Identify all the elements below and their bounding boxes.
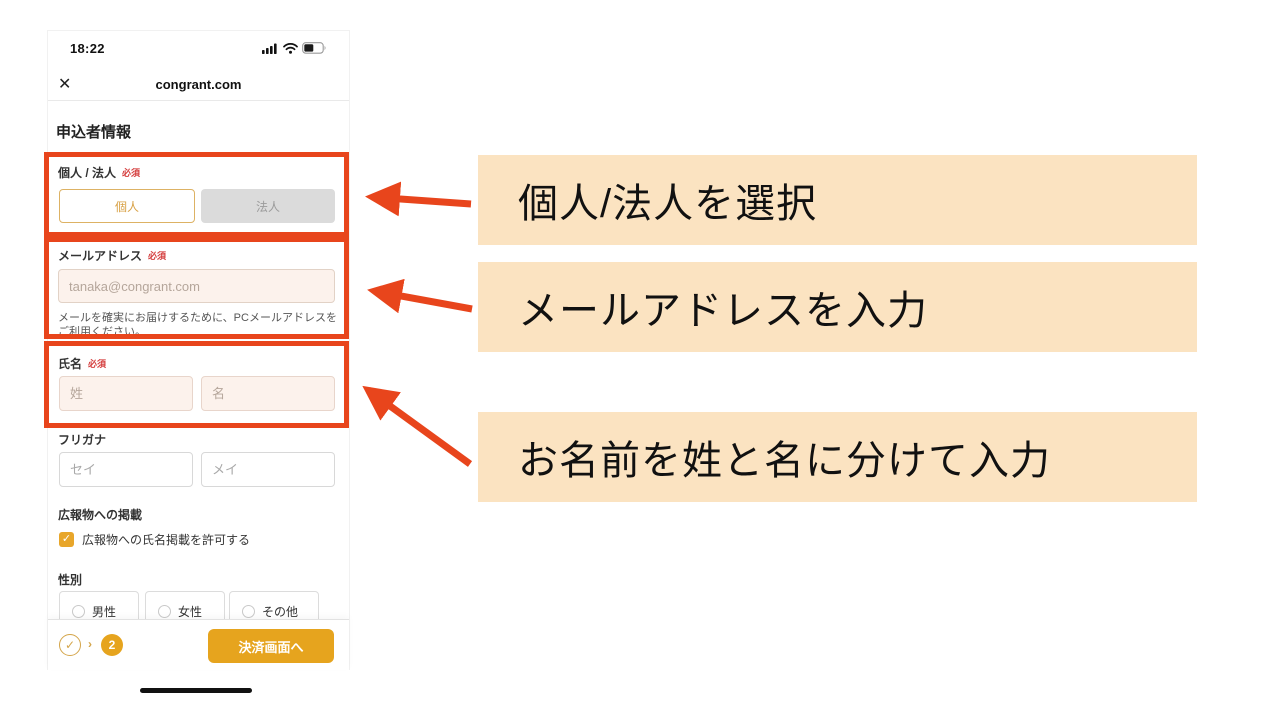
corporate-button[interactable]: 法人 xyxy=(201,189,335,223)
publicity-checkbox-label: 広報物への氏名掲載を許可する xyxy=(82,533,251,547)
cellular-signal-icon xyxy=(262,43,277,54)
kana-last-input[interactable] xyxy=(59,452,193,487)
name-field-label: 氏名 xyxy=(58,357,83,371)
gender-option-label: その他 xyxy=(262,604,299,619)
gender-option-label: 男性 xyxy=(92,604,117,619)
status-bar: 18:22 xyxy=(48,31,349,65)
first-name-input[interactable] xyxy=(201,376,335,411)
arrow-email xyxy=(367,278,473,314)
arrow-type xyxy=(365,181,472,217)
checkbox-checked-icon[interactable]: ✓ xyxy=(59,532,74,547)
email-input[interactable] xyxy=(58,269,335,303)
annotation-callout-type: 個人/法人を選択 xyxy=(478,155,1197,245)
kana-field-label-row: フリガナ xyxy=(58,431,106,449)
type-field-label-row: 個人 / 法人必須 xyxy=(58,164,140,182)
type-field-label: 個人 / 法人 xyxy=(58,166,117,180)
status-icons xyxy=(262,42,327,54)
kana-field-label: フリガナ xyxy=(58,433,107,447)
wifi-icon xyxy=(283,42,298,54)
email-field-label: メールアドレス xyxy=(58,249,143,263)
sticky-footer-bar: ✓ › 2 決済画面へ xyxy=(48,619,349,670)
last-name-input[interactable] xyxy=(59,376,193,411)
go-to-payment-button[interactable]: 決済画面へ xyxy=(208,629,334,663)
gender-field-label: 性別 xyxy=(58,573,83,587)
gender-field-label-row: 性別 xyxy=(58,571,82,589)
kana-first-input[interactable] xyxy=(201,452,335,487)
individual-button[interactable]: 個人 xyxy=(59,189,195,223)
phone-screenshot: 18:22 xyxy=(47,30,350,670)
required-badge: 必須 xyxy=(148,251,167,261)
home-indicator xyxy=(140,688,252,693)
radio-icon[interactable] xyxy=(72,604,85,618)
publicity-field-label: 広報物への掲載 xyxy=(58,508,143,522)
publicity-field-label-row: 広報物への掲載 xyxy=(58,506,142,524)
email-helper-text: メールを確実にお届けするために、PCメールアドレスをご利用ください。 xyxy=(58,312,337,338)
radio-icon[interactable] xyxy=(242,604,255,618)
close-icon[interactable]: ✕ xyxy=(58,76,72,93)
required-badge: 必須 xyxy=(122,168,141,178)
email-field-label-row: メールアドレス必須 xyxy=(58,247,166,265)
chevron-right-icon: › xyxy=(88,637,92,651)
publicity-checkbox-row[interactable]: ✓ 広報物への氏名掲載を許可する xyxy=(59,531,250,548)
radio-icon[interactable] xyxy=(158,604,171,618)
gender-option-label: 女性 xyxy=(178,604,203,619)
arrow-name xyxy=(362,385,473,467)
step-badge: 2 xyxy=(101,634,123,656)
section-title: 申込者情報 xyxy=(56,124,132,141)
page-title: congrant.com xyxy=(155,77,242,92)
battery-icon xyxy=(302,42,326,54)
browser-header: ✕ congrant.com xyxy=(48,71,349,101)
clock-time: 18:22 xyxy=(70,40,105,56)
name-field-label-row: 氏名必須 xyxy=(58,355,106,373)
required-badge: 必須 xyxy=(88,359,107,369)
annotation-callout-email: メールアドレスを入力 xyxy=(478,262,1197,352)
step-complete-icon: ✓ xyxy=(59,634,81,656)
annotation-callout-name: お名前を姓と名に分けて入力 xyxy=(478,412,1197,502)
